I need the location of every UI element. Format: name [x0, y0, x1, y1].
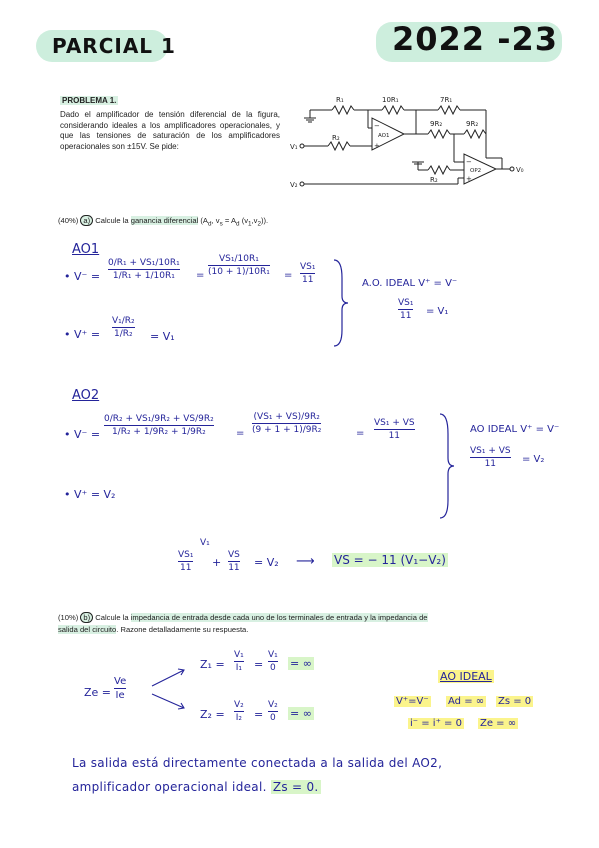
z2-result: = ∞	[288, 707, 314, 720]
svg-text:+: +	[466, 175, 472, 183]
label-r2-b: R₂	[430, 176, 438, 184]
ao2-vminus-lhs: • V⁻ =	[64, 428, 101, 441]
ao1-ideal: A.O. IDEAL V⁺ = V⁻	[362, 278, 458, 289]
branch-arrows	[151, 668, 185, 710]
problem-title: PROBLEMA 1.	[60, 96, 119, 105]
ao1-ideal-rhs: = V₁	[426, 306, 449, 317]
ao1-label: AO1	[72, 242, 100, 257]
problem-text: Dado el amplificador de tensión diferenc…	[60, 110, 280, 151]
ao2-label: AO2	[72, 388, 100, 403]
parcial-title: PARCIAL 1	[52, 34, 176, 58]
ideal-title: AO IDEAL	[438, 670, 494, 683]
ao2-ideal: AO IDEAL V⁺ = V⁻	[470, 424, 560, 435]
label-7r1: 7R₁	[440, 96, 452, 104]
ideal-line1a: V⁺=V⁻	[394, 696, 431, 707]
svg-text:+: +	[374, 142, 380, 150]
year-title: 2022 -23	[392, 20, 559, 58]
year-highlight	[376, 22, 562, 62]
ao1-brace	[333, 259, 349, 347]
label-op2: OP2	[470, 168, 481, 174]
label-r2: R₂	[332, 134, 340, 142]
ao2-ideal-rhs: = V₂	[522, 454, 545, 465]
ze-lhs: Ze =	[84, 686, 112, 699]
ideal-line1c: Zs = 0	[496, 696, 534, 707]
ao1-vplus-rhs: = V₁	[150, 330, 175, 343]
label-vo: V₀	[516, 166, 524, 174]
result-arrow: ⟶	[296, 554, 315, 569]
ao2-frac-2: (VS₁ + VS)/9R₂(9 + 1 + 1)/9R₂	[252, 412, 322, 435]
ao2-brace	[439, 413, 455, 519]
ideal-line2b: Ze = ∞	[478, 718, 519, 729]
parcial-highlight	[36, 30, 168, 62]
svg-text:−: −	[466, 158, 472, 166]
conclusion-line1: La salida está directamente conectada a …	[72, 756, 443, 770]
result-final: VS = − 11 (V₁−V₂)	[332, 553, 448, 567]
ao2-vplus: • V⁺ = V₂	[64, 488, 116, 501]
label-v1: V₁	[290, 143, 298, 151]
z1-lhs: Z₁ =	[200, 658, 225, 671]
label-9r2-a: 9R₂	[430, 120, 442, 128]
result-rhs: = V₂	[254, 556, 279, 569]
label-9r2-b: 9R₂	[466, 120, 478, 128]
ideal-line1b: Ad = ∞	[446, 696, 487, 707]
svg-text:−: −	[374, 122, 380, 130]
result-v1-above: V₁	[200, 538, 210, 548]
label-v2: V₂	[290, 181, 298, 189]
ao1-frac-2: VS₁/10R₁(10 + 1)/10R₁	[208, 254, 270, 277]
circuit-diagram: R₁ 10R₁ 7R₁ R₂ 9R₂ 9R₂ R₂ V₁ V₂ V₀ AO1 O…	[290, 96, 524, 189]
conclusion-line2: amplificador operacional ideal. Zs = 0.	[72, 780, 321, 794]
label-r1: R₁	[336, 96, 344, 104]
ao1-vplus-lhs: • V⁺ =	[64, 328, 101, 341]
label-ao1: AO1	[378, 133, 390, 139]
question-b: (10%) b) Calcule la impedancia de entrad…	[58, 612, 428, 634]
label-10r1: 10R₁	[382, 96, 399, 104]
ideal-line2a: i⁻ = i⁺ = 0	[408, 718, 464, 729]
question-a: (40%) a) Calcule la ganancia diferencial…	[58, 215, 269, 228]
z2-lhs: Z₂ =	[200, 708, 225, 721]
ao1-vminus-lhs: • V⁻ =	[64, 270, 101, 283]
z1-result: = ∞	[288, 657, 314, 670]
